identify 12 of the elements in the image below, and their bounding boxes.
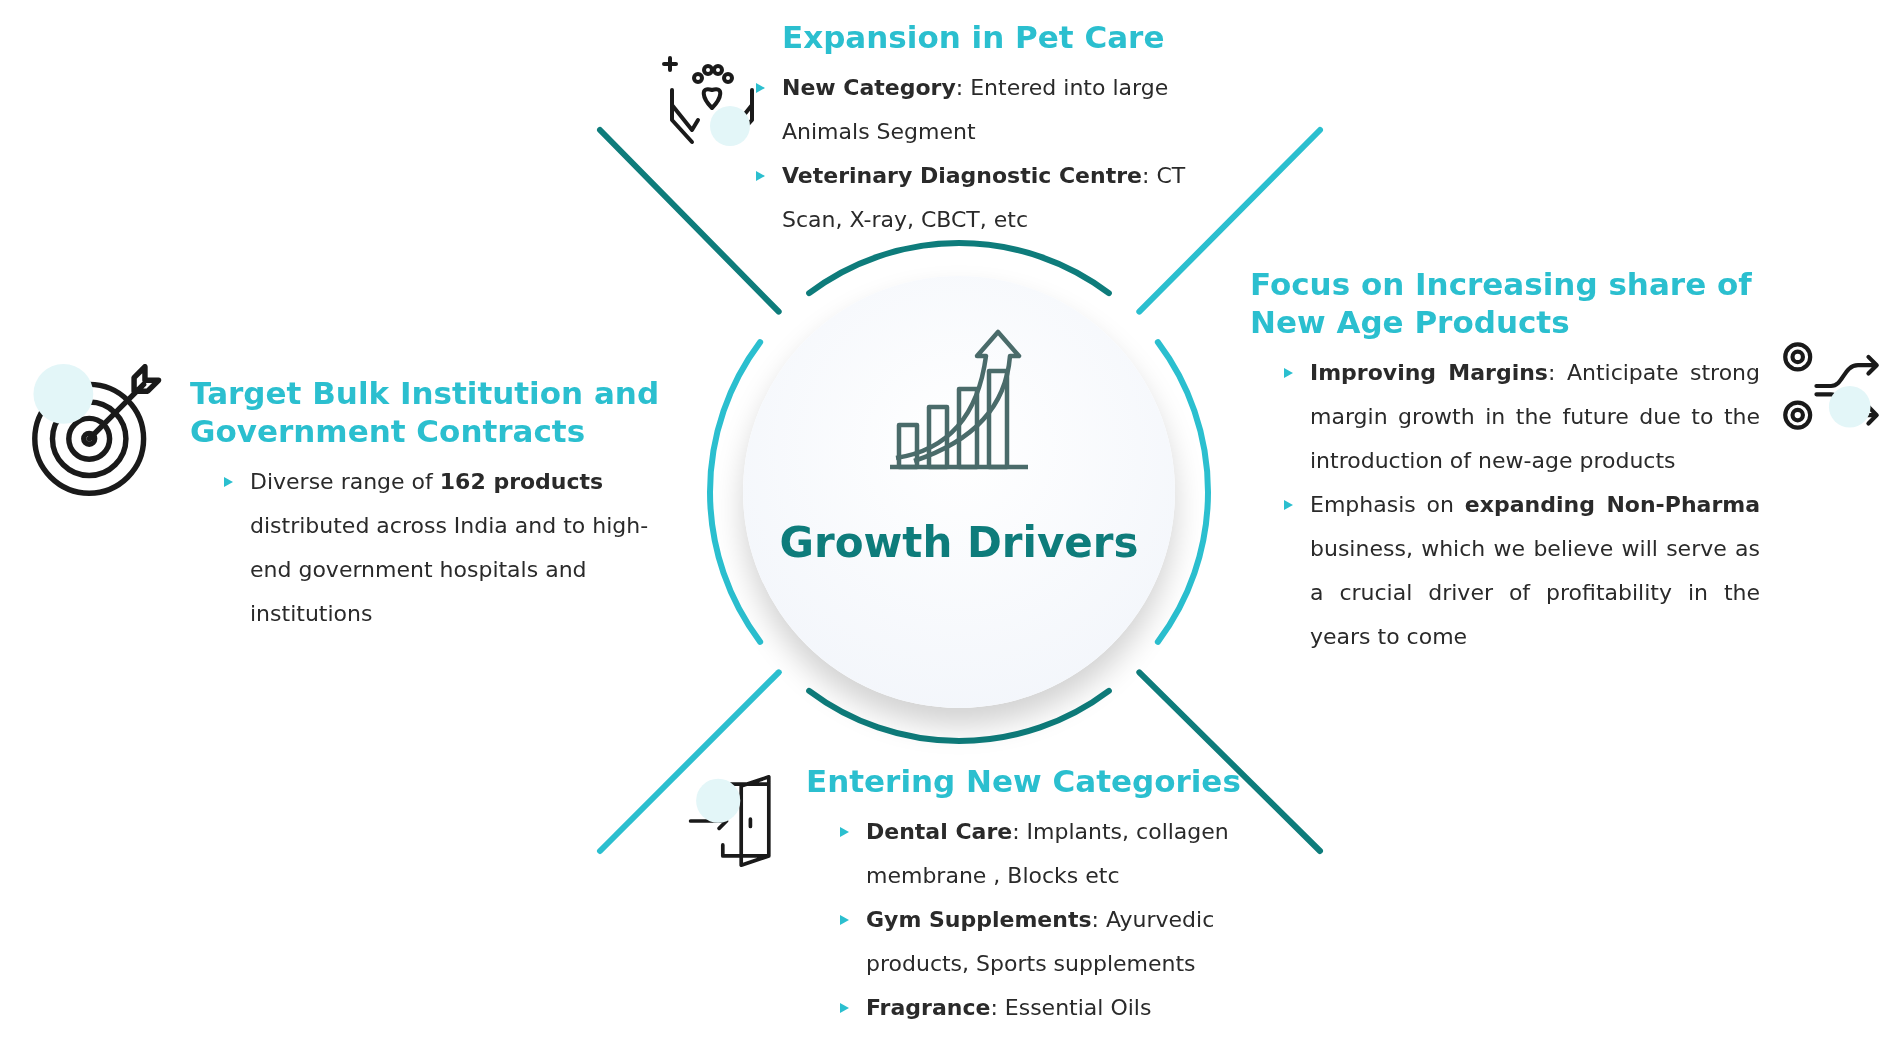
bullet-text: Veterinary Diagnostic Centre: CT Scan, X-ray, CBCT, etc (752, 154, 1232, 242)
bullet-text: Emphasis on expanding Non-Pharma business, which we believe will serve as a crucial driver of profitability in the years to come (1280, 483, 1760, 659)
section-heading: Target Bulk Institution and Government Contracts (190, 374, 660, 450)
center-title: Growth Drivers (778, 518, 1140, 567)
bullet-text: New Category: Entered into large Animals Segment (752, 66, 1232, 154)
bullet-text: Gym Supplements: Ayurvedic products, Sports supplements (836, 898, 1276, 986)
section-heading: Expansion in Pet Care (782, 18, 1166, 56)
section-heading: Focus on Increasing share of New Age Products (1250, 265, 1753, 341)
bullet-text: Diverse range of 162 products distributed across India and to high-end government hospitals and institutions (220, 460, 660, 636)
bullet-text: Dental Care: Implants, collagen membrane , Blocks etc (836, 810, 1276, 898)
bullet-text: Fragrance: Essential Oils (836, 986, 1276, 1030)
section-heading: Entering New Categories (806, 762, 1242, 800)
